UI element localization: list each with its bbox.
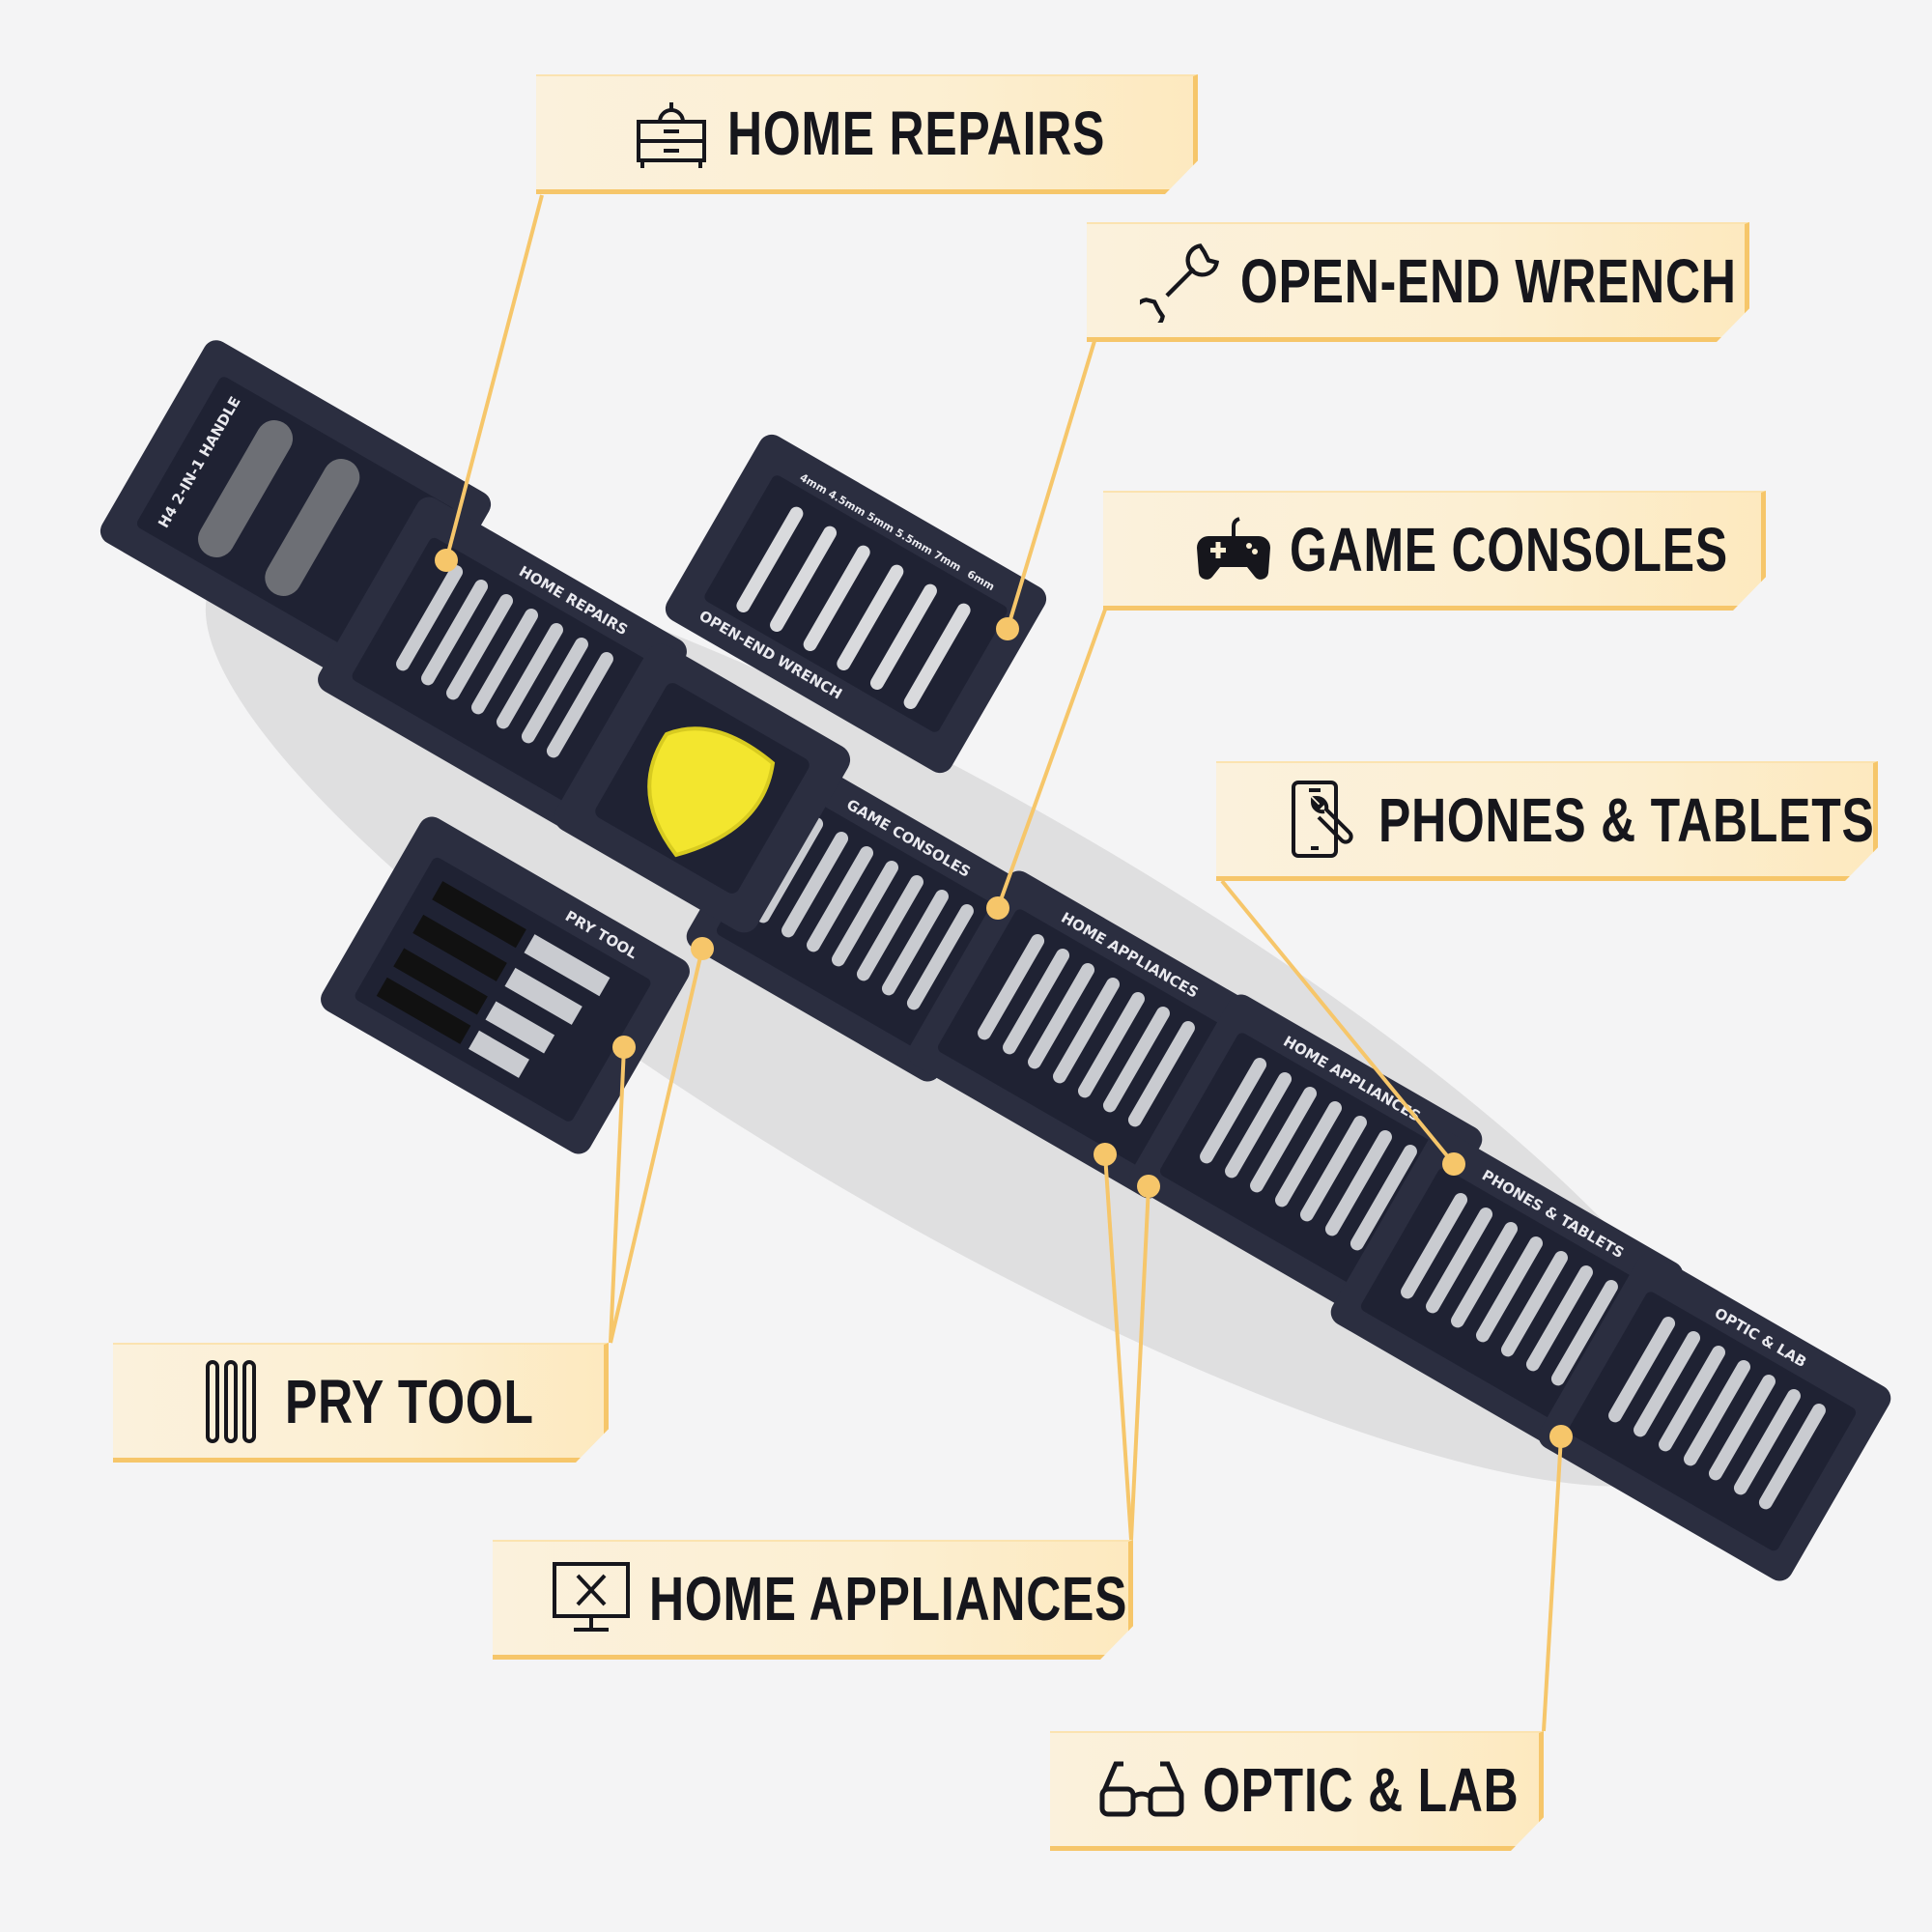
callout-game-consoles: GAME CONSOLES bbox=[1103, 491, 1766, 611]
pry-tools-icon bbox=[195, 1358, 268, 1445]
toolbox-drawer-icon bbox=[633, 90, 710, 177]
callout-label: PRY TOOL bbox=[284, 1366, 534, 1436]
tray-pry-tool: PRY TOOL bbox=[321, 816, 690, 1154]
callout-phones-tablets: PHONES & TABLETS bbox=[1216, 761, 1878, 881]
leader-dots bbox=[435, 549, 1573, 1448]
phone-repair-icon bbox=[1284, 777, 1361, 864]
callout-label: GAME CONSOLES bbox=[1290, 514, 1728, 584]
tray-open-end-wrench: 4mm 4.5mm 5mm 5.5mm 7mm 6mm OPEN-END WRE… bbox=[665, 434, 1047, 774]
tray-optic-lab: OPTIC & LAB bbox=[1538, 1253, 1891, 1581]
leader-lines bbox=[444, 194, 1563, 1732]
callout-label: PHONES & TABLETS bbox=[1378, 784, 1875, 855]
glasses-icon bbox=[1098, 1747, 1185, 1833]
callout-label: HOME REPAIRS bbox=[727, 98, 1106, 168]
callout-optic-lab: OPTIC & LAB bbox=[1050, 1731, 1544, 1851]
callout-home-appliances: HOME APPLIANCES bbox=[493, 1540, 1133, 1660]
callout-label: OPEN-END WRENCH bbox=[1240, 245, 1737, 316]
gamepad-icon bbox=[1195, 506, 1272, 593]
callout-pry-tool: PRY TOOL bbox=[113, 1343, 609, 1463]
monitor-tools-icon bbox=[551, 1555, 632, 1642]
callout-home-repairs: HOME REPAIRS bbox=[536, 74, 1198, 194]
callout-open-end-wrench: OPEN-END WRENCH bbox=[1087, 222, 1749, 342]
wrench-icon bbox=[1140, 238, 1223, 325]
callout-label: HOME APPLIANCES bbox=[649, 1563, 1128, 1634]
callout-label: OPTIC & LAB bbox=[1203, 1754, 1520, 1825]
yellow-pick bbox=[647, 726, 776, 858]
